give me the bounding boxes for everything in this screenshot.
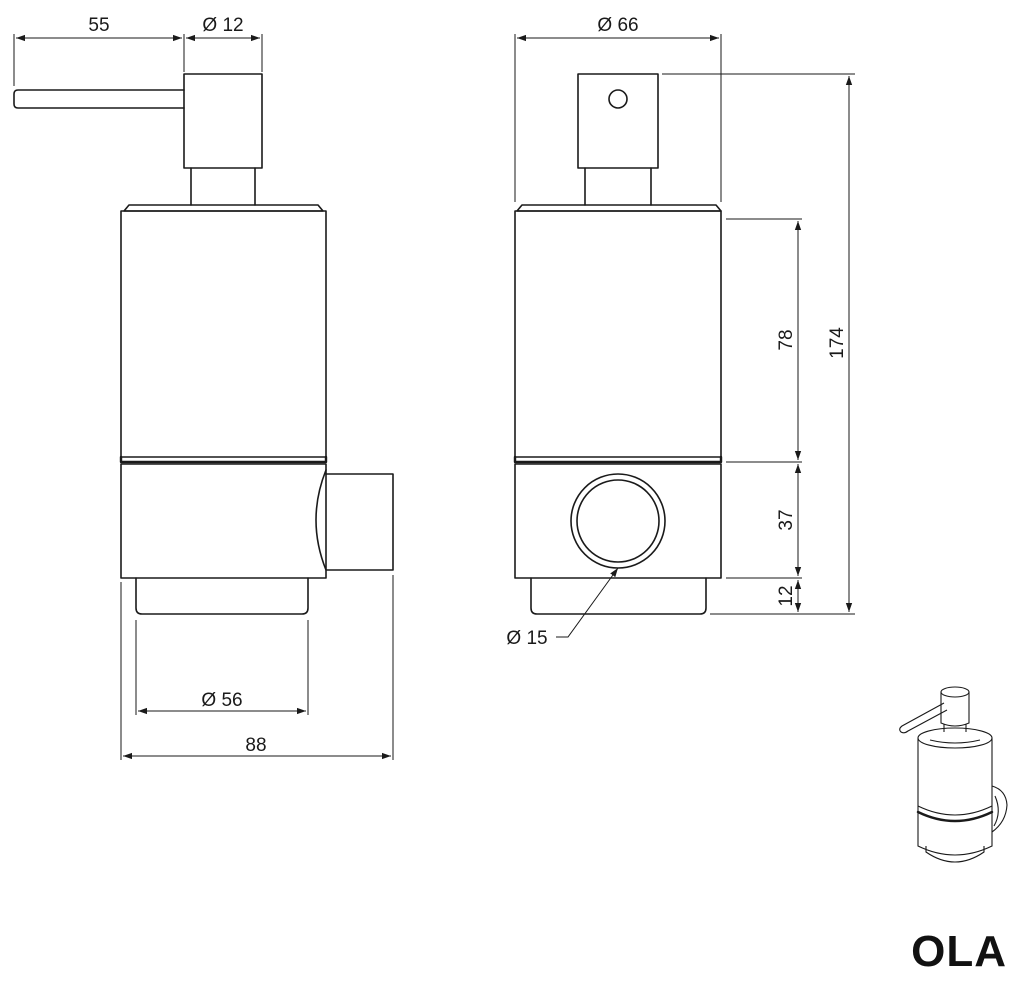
mount-block-outline [514, 463, 722, 579]
lid-outline [516, 204, 722, 212]
perspective-thumbnail [899, 686, 1008, 863]
front-view: Ø 66 78 37 12 174 Ø 15 [506, 15, 855, 649]
thumb-collar [917, 805, 993, 816]
label-body-diameter: Ø 66 [597, 15, 638, 36]
label-overall-depth: 88 [245, 735, 266, 756]
pump-stem-outline [190, 167, 256, 206]
spout-outline [13, 89, 185, 109]
label-container-height: 78 [776, 329, 797, 350]
thumb-pump-top [940, 686, 970, 698]
label-pump-diameter: Ø 12 [202, 15, 243, 36]
spout-hole-circle [608, 89, 628, 109]
label-overall-height: 174 [827, 327, 848, 359]
thumb-bracket-face [993, 795, 999, 827]
side-view: 55 Ø 12 Ø 56 88 [13, 15, 394, 760]
thumb-lid [917, 727, 993, 749]
mount-block-outline [120, 463, 327, 579]
pump-stem-outline [584, 167, 652, 206]
label-base-height: 12 [776, 585, 797, 606]
thumb-body [917, 738, 993, 856]
thumb-bracket [991, 785, 1008, 833]
container-outline [120, 210, 327, 458]
pump-head-outline [577, 73, 659, 169]
collar-band [513, 455, 723, 464]
thumb-spout [899, 702, 948, 734]
thumb-lid-inner [929, 739, 981, 744]
label-button-diameter: Ø 15 [506, 628, 547, 649]
brand-name: OLA [911, 927, 1007, 976]
container-outline [514, 210, 722, 458]
lid-outline [123, 204, 324, 212]
label-spout-length: 55 [88, 15, 109, 36]
thumb-pump-head [940, 692, 970, 727]
thumb-collar-band [916, 810, 994, 823]
push-button-inner [576, 479, 660, 563]
thumb-base [925, 846, 985, 863]
pump-head-outline [183, 73, 263, 169]
wall-bracket-outline [315, 469, 394, 571]
push-button-outer [570, 473, 666, 569]
label-base-diameter: Ø 56 [201, 690, 242, 711]
collar-band [119, 455, 328, 464]
base-cup-outline [530, 577, 707, 615]
base-cup-outline [135, 577, 309, 615]
label-mount-height: 37 [776, 509, 797, 530]
leader-button-diameter [556, 567, 619, 638]
